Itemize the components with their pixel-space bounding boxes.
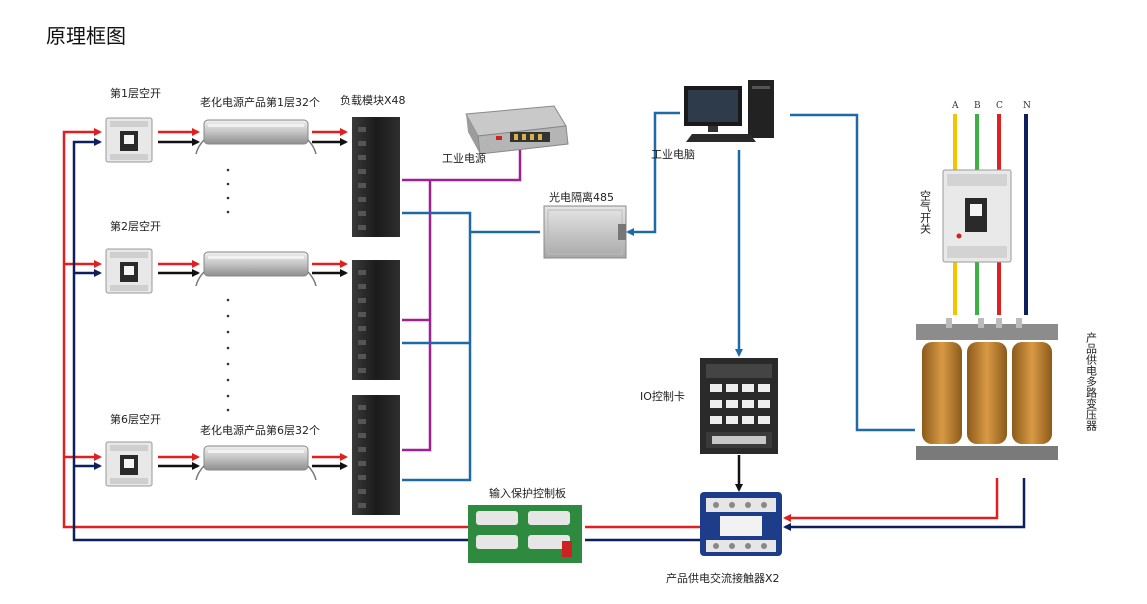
isolator-485 [543, 205, 627, 259]
blue-pc-isolator [626, 111, 680, 236]
load-module-2 [352, 260, 400, 380]
red-bus-wire [62, 128, 468, 529]
psu-module-layer-2 [195, 251, 317, 287]
main-switch-label: 空气开关 [919, 189, 932, 235]
isolator-label: 光电隔离485 [549, 190, 614, 204]
main-air-switch [942, 169, 1012, 263]
purple-power-wire [402, 150, 522, 452]
wires [62, 111, 1028, 542]
psu-module-layer-1 [195, 119, 317, 155]
industrial-psu [465, 105, 569, 155]
page-title: 原理框图 [46, 24, 126, 48]
ellipsis-dots [226, 168, 230, 412]
psu-group-1-label: 老化电源产品第1层32个 [200, 95, 320, 109]
breaker-layer-2 [105, 248, 153, 294]
psu-group-6-label: 老化电源产品第6层32个 [200, 423, 320, 437]
industrial-pc [684, 80, 774, 142]
contactor-label: 产品供电交流接触器X2 [666, 571, 780, 585]
industrial-pc-label: 工业电脑 [651, 148, 695, 161]
breaker-layer-1 [105, 117, 153, 163]
phase-c-label: C [996, 101, 1003, 111]
ac-contactor [700, 492, 782, 556]
load-module-3 [352, 395, 400, 515]
load-module-label: 负载模块X48 [340, 93, 406, 107]
psu-module-layer-6 [195, 445, 317, 481]
phase-b-label: B [974, 101, 981, 111]
red-transformer-wire [783, 478, 999, 522]
protection-board [468, 505, 582, 563]
industrial-psu-label: 工业电源 [442, 151, 486, 165]
load-module-1 [352, 117, 400, 237]
breaker-layer-6-label: 第6层空开 [110, 412, 161, 426]
multi-way-transformer [916, 318, 1058, 460]
protection-board-label: 输入保护控制板 [489, 486, 566, 500]
transformer-label: 产品供电多路变压器 [1085, 331, 1098, 432]
breaker-layer-2-label: 第2层空开 [110, 219, 161, 233]
phase-n-label: N [1023, 101, 1031, 111]
phase-a-label: A [951, 101, 959, 111]
blue-comm-wire [402, 211, 540, 482]
breaker-layer-1-label: 第1层空开 [110, 86, 161, 100]
blue-pc-transformer [790, 113, 915, 432]
navy-transformer-wire [783, 478, 1026, 531]
io-card-label: IO控制卡 [640, 389, 685, 403]
navy-bus-wire [72, 138, 468, 542]
io-control-card [700, 358, 778, 454]
breaker-layer-6 [105, 441, 153, 487]
